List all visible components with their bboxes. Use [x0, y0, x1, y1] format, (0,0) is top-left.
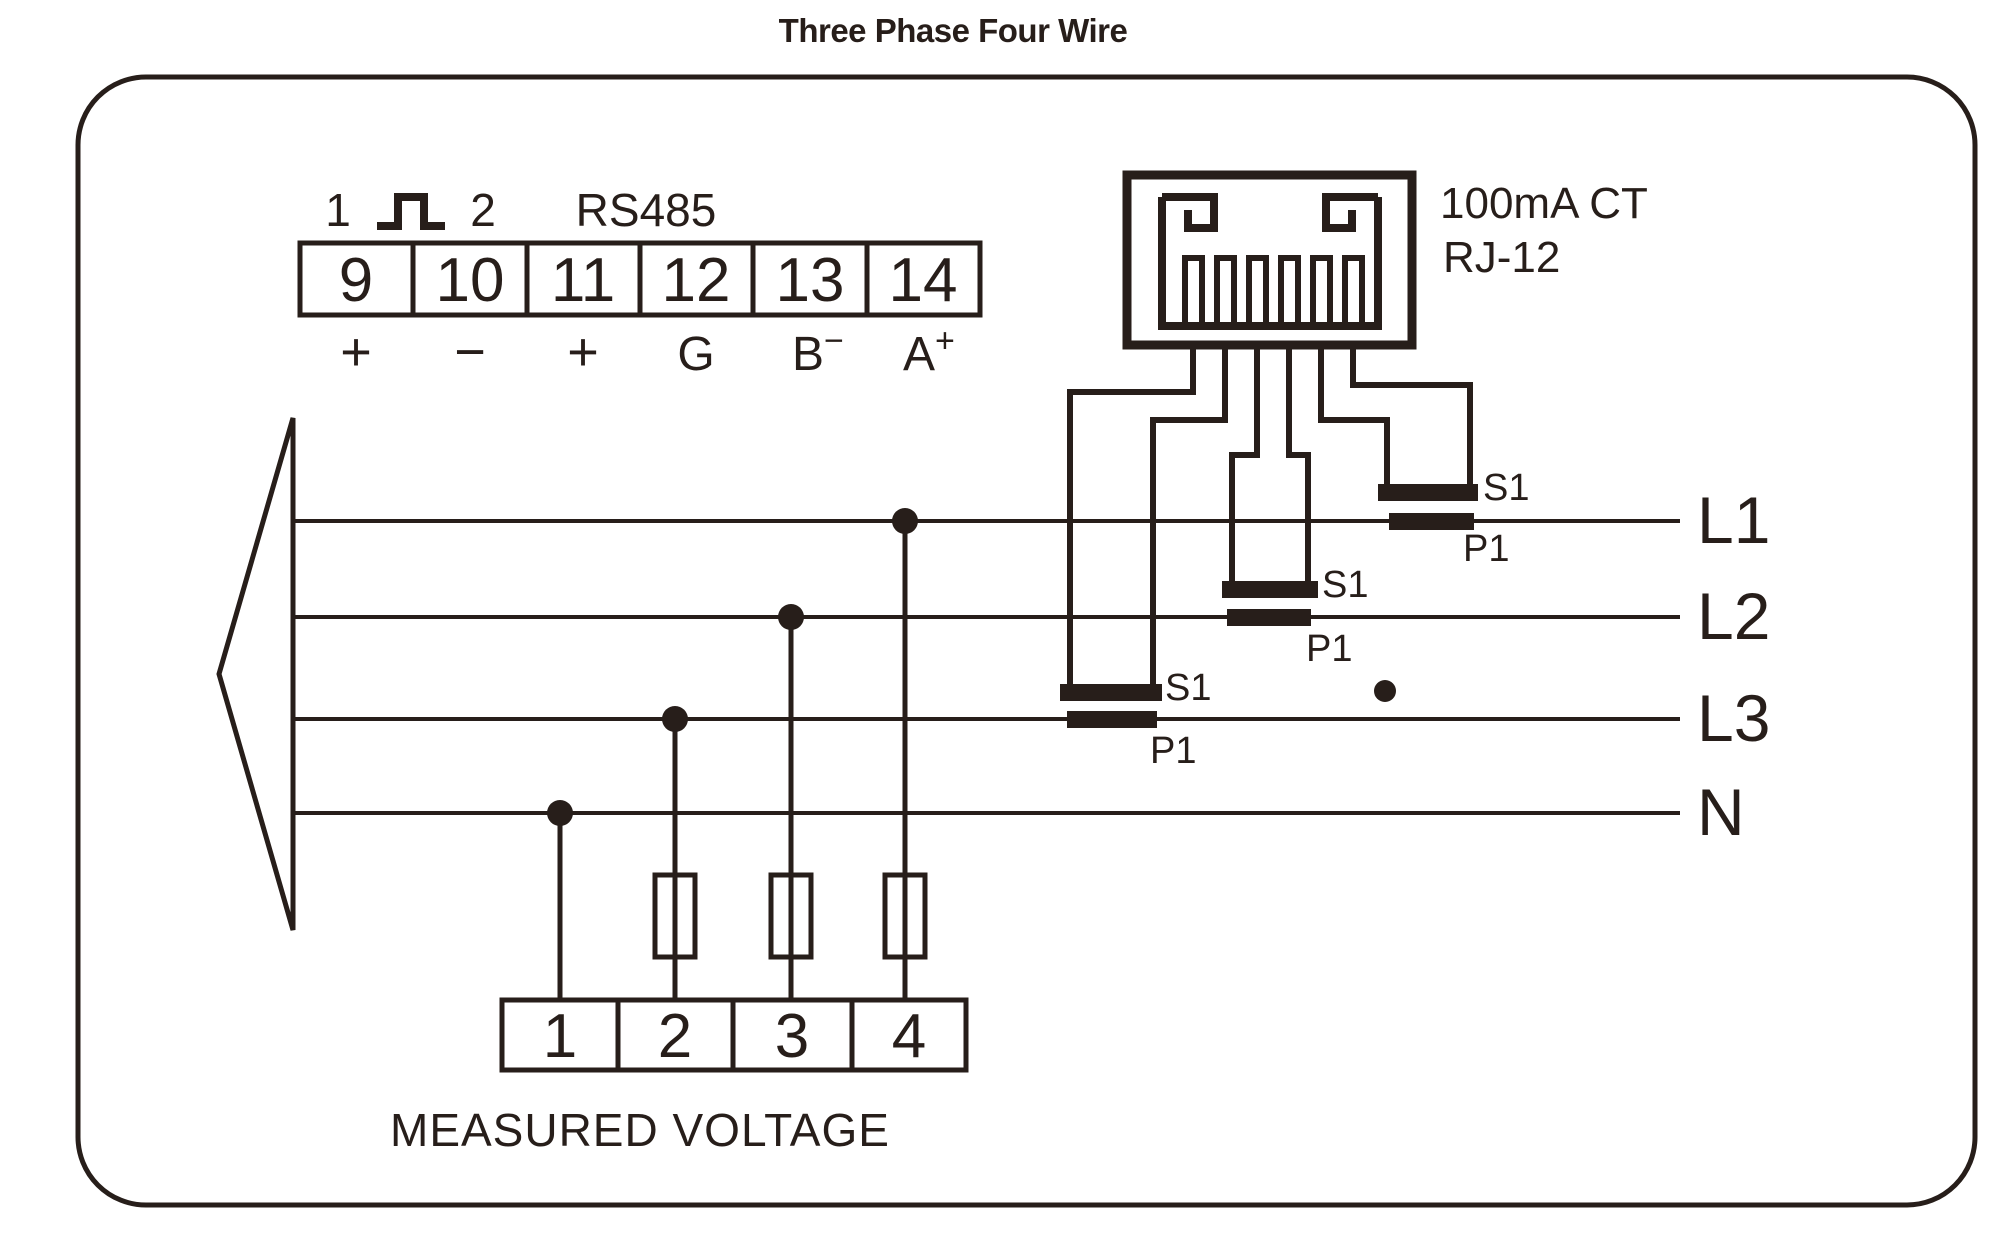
rs485-label: RS485 — [576, 184, 717, 236]
rj12-cavity — [1158, 197, 1382, 330]
ct3-wire — [1150, 345, 1228, 686]
terminal-number: 2 — [658, 1002, 692, 1071]
rj12-connector: 100mA CT RJ-12 — [1122, 170, 1648, 350]
ct-p1-bar — [1227, 609, 1311, 626]
terminal-ground-label: G — [677, 328, 714, 381]
load-arrow-icon — [216, 417, 296, 931]
bottom-terminal-block: 1 2 3 4 MEASURED VOLTAGE — [390, 997, 969, 1156]
ct-p1-bar — [1067, 711, 1157, 728]
label-N: N — [1697, 775, 1745, 849]
terminal-number: 14 — [889, 246, 958, 315]
rj12-pin — [1246, 255, 1269, 329]
measured-voltage-caption: MEASURED VOLTAGE — [390, 1104, 890, 1156]
terminal-cell — [864, 240, 983, 318]
ct1-wire — [1350, 345, 1473, 489]
junction-dot — [892, 508, 918, 534]
terminal-polarity-label: + — [567, 322, 599, 382]
diagram-title: Three Phase Four Wire — [779, 12, 1128, 49]
terminal-number: 12 — [662, 246, 731, 315]
ct3-wire — [1067, 345, 1196, 686]
ct-p1-bar — [1389, 513, 1474, 530]
terminal-number: 11 — [551, 246, 615, 315]
terminal-number: 4 — [892, 1002, 926, 1071]
top-terminal-block: 9 10 11 12 13 14 1 2 RS485 + − + G B− A+ — [297, 184, 983, 382]
pulse-output-1-label: 1 — [325, 184, 351, 236]
ct-s1-bar — [1060, 684, 1162, 701]
terminal-a-plus-label: A+ — [903, 322, 955, 381]
label-L1: L1 — [1697, 483, 1770, 557]
rj12-pin — [1310, 255, 1333, 329]
terminal-number: 1 — [543, 1002, 577, 1071]
ct-s1-label: S1 — [1483, 467, 1529, 509]
ct-s1-bar — [1222, 581, 1318, 598]
terminal-number: 3 — [775, 1002, 809, 1071]
ct-secondary-wires — [1067, 345, 1473, 686]
ct2-wire — [1229, 345, 1260, 584]
ct2-wire — [1286, 345, 1311, 584]
ct3-on-L3: S1 P1 — [1060, 667, 1211, 772]
terminal-polarity-label: + — [340, 322, 372, 382]
ct-rating-label: 100mA CT — [1440, 179, 1648, 228]
terminal-b-minus-label: B− — [792, 322, 844, 381]
ct2-on-L2: S1 P1 — [1222, 564, 1368, 670]
rj12-latch-right — [1322, 193, 1378, 232]
voltage-tap-wires — [547, 508, 928, 1000]
label-L2: L2 — [1697, 579, 1770, 653]
ct-p1-label: P1 — [1150, 730, 1196, 772]
pulse-icon — [377, 193, 445, 230]
rj12-pin — [1342, 255, 1365, 329]
rj12-pin — [1214, 255, 1237, 329]
diagram-border — [75, 74, 1978, 1208]
terminal-number: 13 — [776, 246, 845, 315]
label-L3: L3 — [1697, 681, 1770, 755]
rj12-pin-comb — [1182, 255, 1365, 329]
ct-p1-label: P1 — [1463, 528, 1509, 570]
rj12-latch-left — [1162, 193, 1218, 232]
pulse-output-2-label: 2 — [470, 184, 496, 236]
rj12-pin — [1182, 255, 1205, 329]
ct-s1-label: S1 — [1322, 564, 1368, 606]
junction-dot — [1374, 680, 1396, 702]
junction-dot — [547, 800, 573, 826]
junction-dot — [662, 706, 688, 732]
ct-s1-bar — [1378, 484, 1478, 501]
rj12-housing — [1122, 170, 1417, 350]
ct-p1-label: P1 — [1306, 628, 1352, 670]
terminal-number: 10 — [436, 246, 505, 315]
phase-lines: L1 L2 L3 N — [293, 483, 1770, 849]
ct1-wire — [1318, 345, 1390, 489]
ct1-on-L1: S1 P1 — [1378, 467, 1529, 570]
terminal-polarity-label: − — [454, 322, 486, 382]
terminal-number: 9 — [339, 246, 373, 315]
junction-dot — [778, 604, 804, 630]
ct-s1-label: S1 — [1165, 667, 1211, 709]
rj12-pin — [1278, 255, 1301, 329]
terminal-cell — [849, 997, 969, 1073]
rj12-type-label: RJ-12 — [1443, 233, 1560, 282]
